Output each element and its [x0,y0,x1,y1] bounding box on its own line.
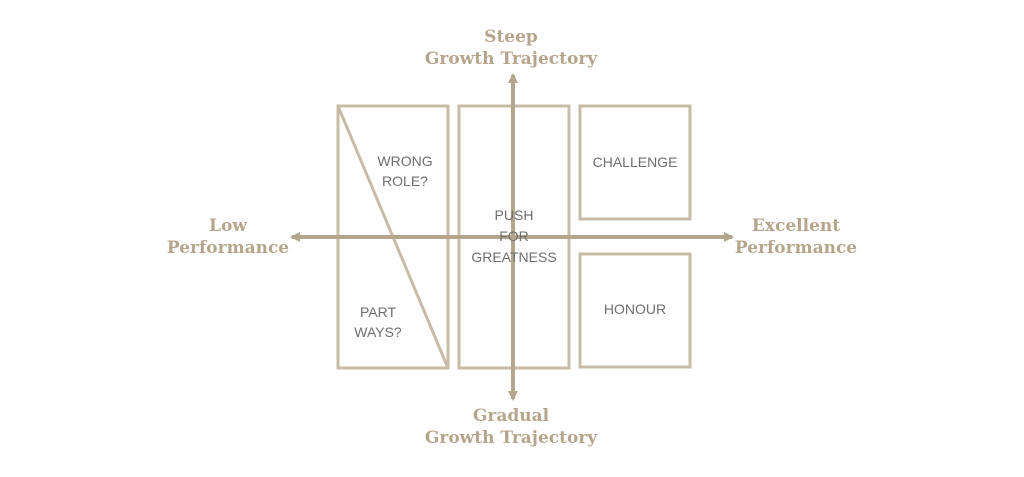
axis-label-left: Low Performance [158,215,298,259]
axis-label-right: Excellent Performance [726,215,866,259]
label-honour: HONOUR [580,300,690,318]
box-honour [578,252,692,369]
axis-left-line2: Performance [166,238,290,258]
label-push-for-greatness: PUSH FOR GREATNESS [459,205,569,268]
axis-label-top: Steep Growth Trajectory [411,26,611,70]
axis-top-line2: Growth Trajectory [424,49,598,69]
part-ways-line2: WAYS? [354,324,402,340]
push-line3: GREATNESS [471,249,557,265]
push-line2: FOR [499,228,529,244]
honour-text: HONOUR [603,301,667,317]
axis-left-line1: Low [209,216,247,236]
wrong-role-line2: ROLE? [382,173,428,189]
axis-right-line2: Performance [734,238,858,258]
axis-top-line1: Steep [484,27,538,47]
label-wrong-role: WRONG ROLE? [370,151,440,191]
part-ways-line1: PART [359,304,397,320]
box-challenge [578,104,692,221]
label-challenge: CHALLENGE [580,153,690,171]
axis-right-line1: Excellent [751,216,841,236]
label-part-ways: PART WAYS? [348,302,408,342]
axis-bottom-line1: Gradual [472,406,550,426]
axis-label-bottom: Gradual Growth Trajectory [411,405,611,449]
axis-bottom-line2: Growth Trajectory [424,428,598,448]
push-line1: PUSH [494,207,534,223]
wrong-role-line1: WRONG [377,153,433,169]
challenge-text: CHALLENGE [592,154,678,170]
